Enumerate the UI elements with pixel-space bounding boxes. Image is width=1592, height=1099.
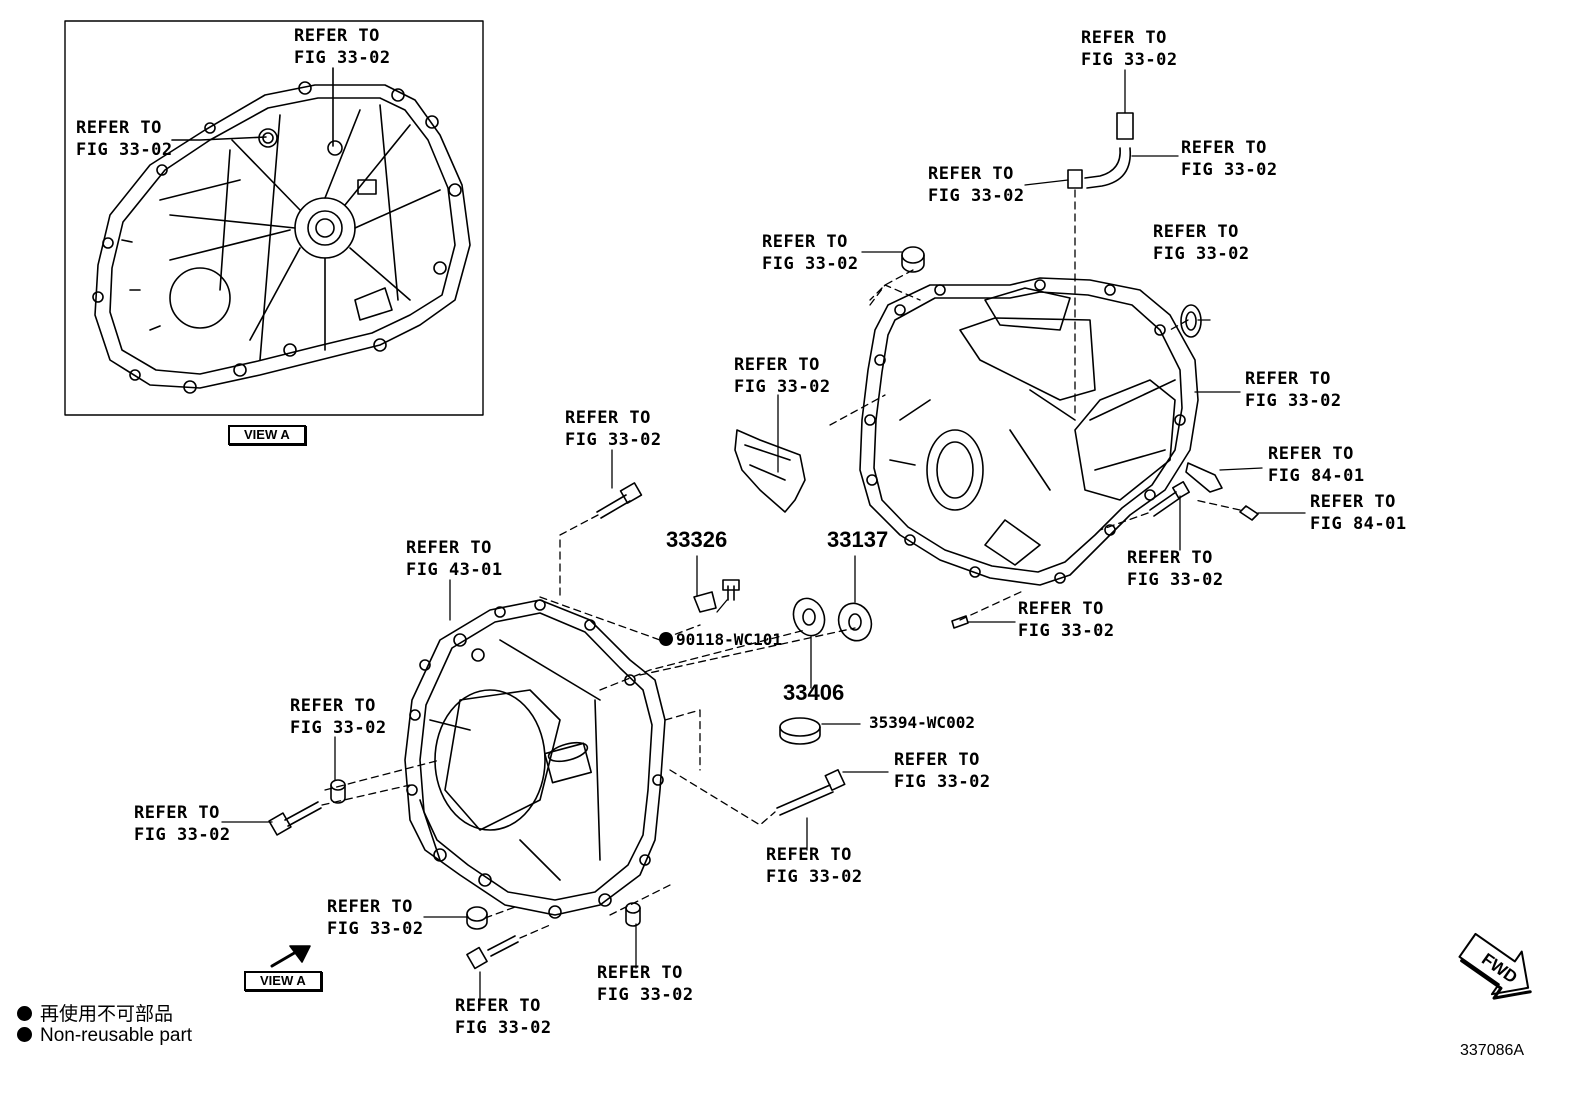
sensor-right [1185,462,1223,493]
part-33137-seal [837,602,873,642]
non-reusable-icon [659,632,673,646]
dowel-left [330,779,346,804]
part-number-90118-wc101[interactable]: 90118-WC101 [659,630,782,649]
leader-inset-1 [171,136,267,141]
non-reusable-icon [17,1006,32,1021]
part-number-33326[interactable]: 33326 [666,527,728,552]
plug-bottom [466,906,488,930]
view-a-tag-inset: VIEW A [228,425,306,445]
pin-right [951,615,969,629]
document-id: 337086A [1460,1042,1525,1059]
bolt-bottom [466,935,519,970]
view-a-tag-bottom: VIEW A [244,971,322,991]
part-35394-wc002-ring [779,717,821,745]
bracket-cover [734,429,806,513]
bolt-90118-wc101 [722,579,740,601]
part-number-33137[interactable]: 33137 [827,527,889,552]
dowel-bottom [625,902,641,927]
non-reusable-icon [17,1027,32,1042]
part-number-35394-wc002[interactable]: 35394-WC002 [869,713,975,732]
bolt-top-center [596,482,643,519]
view-a-inset-frame [64,20,484,416]
leader-lines [221,69,1306,1001]
bolt-center-lower [776,768,846,816]
bolt-right [1149,481,1190,517]
bolt-right-small [1239,505,1259,521]
part-number-33406[interactable]: 33406 [783,680,845,705]
breather-tube [1067,112,1134,189]
seal-right [1180,304,1202,338]
clutch-housing-drawing [404,599,666,919]
legend-en: Non-reusable part [17,1025,192,1047]
plug-top [901,246,925,273]
part-33406-seal [792,597,826,637]
view-a-arrow-icon [270,945,311,968]
fwd-arrow-icon: FWD [1458,932,1532,1000]
legend-jp: 再使用不可部品 [17,999,173,1026]
transmission-case-drawing [859,277,1199,586]
dashed-assembly-lines [321,189,1241,939]
view-a-housing-drawing [92,81,471,394]
part-33326-bracket [693,591,717,613]
bolt-left [268,801,322,836]
